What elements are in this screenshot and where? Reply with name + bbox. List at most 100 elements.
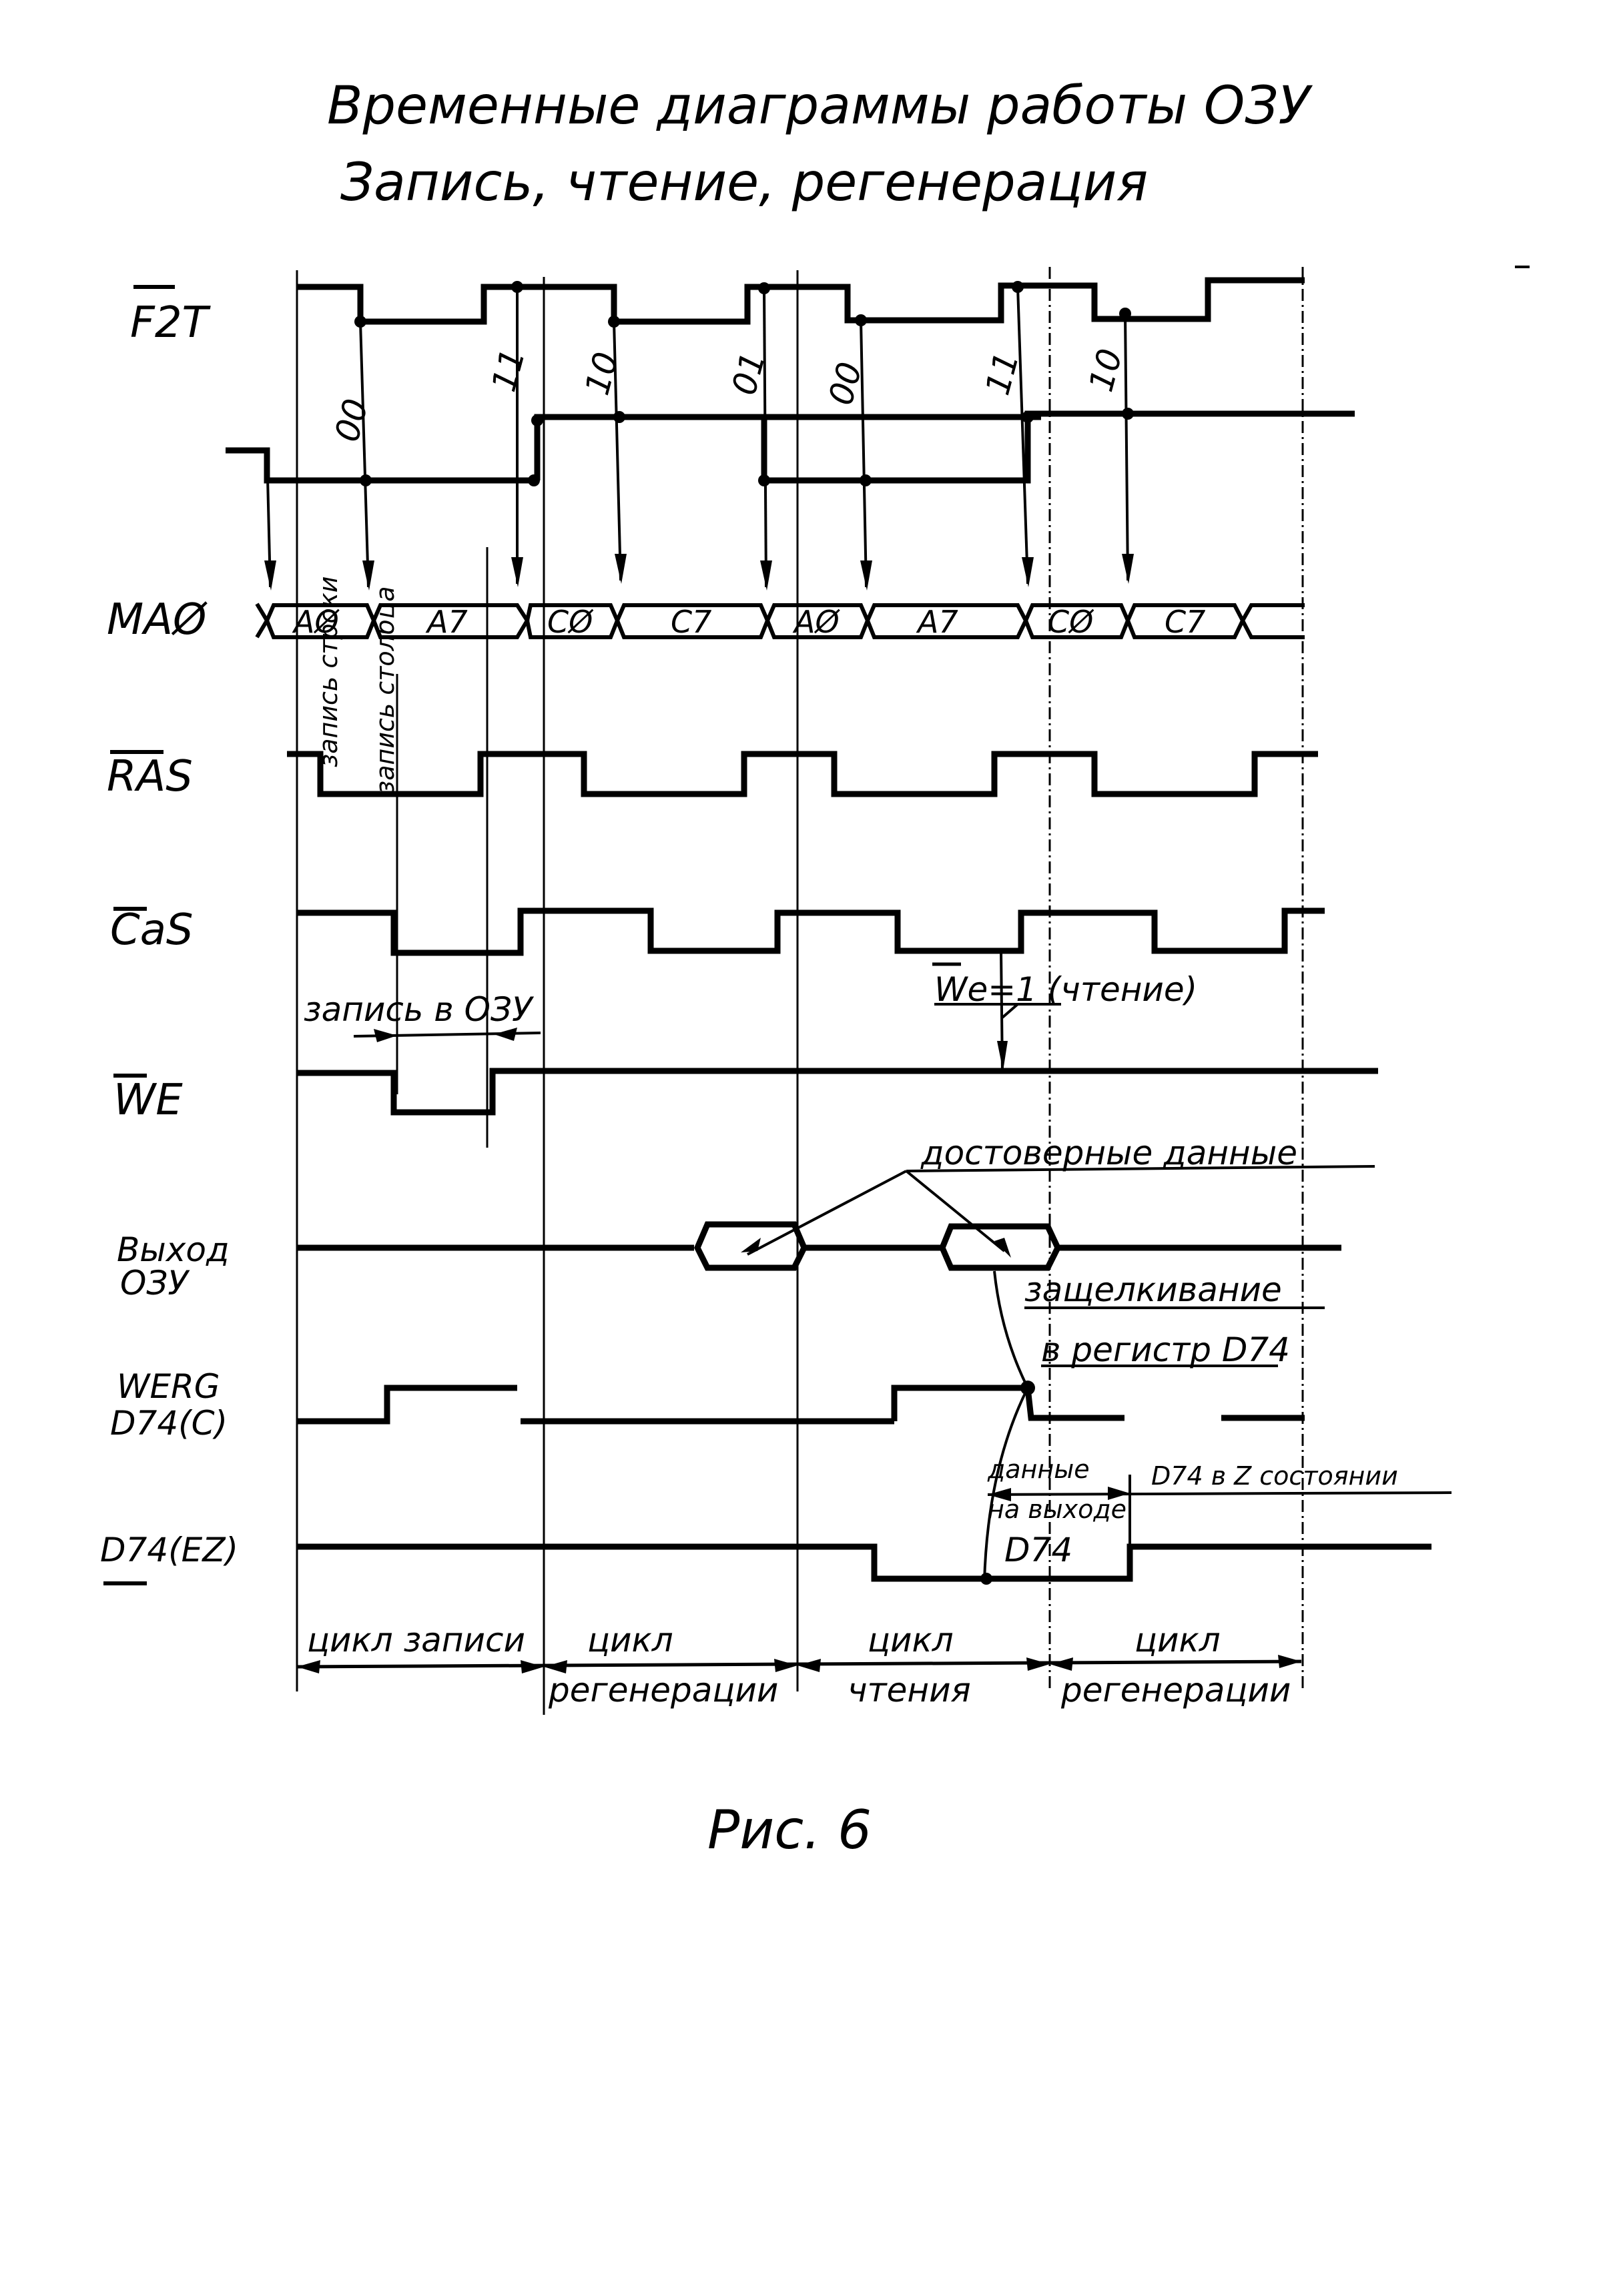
arrowhead-icon <box>1122 554 1134 584</box>
arrowhead-icon <box>994 1238 1011 1258</box>
bus-segment <box>525 603 620 639</box>
arrowhead-icon <box>997 1041 1008 1071</box>
arrowhead-icon <box>362 560 374 591</box>
label-cas: CaS <box>110 905 194 955</box>
arrowhead-icon <box>741 1238 761 1252</box>
arrowhead-icon <box>1108 1487 1130 1500</box>
arrowhead-icon <box>1050 1657 1073 1671</box>
dot <box>1122 408 1134 420</box>
annotation-latch-2: в регистр D74 <box>1041 1330 1290 1369</box>
label-ras: RAS <box>107 752 193 801</box>
title-line-2: Запись, чтение, регенерация <box>340 153 1148 213</box>
arrowhead-icon <box>860 560 872 591</box>
leader-line <box>993 1270 1029 1389</box>
label-werg-2: D74(C) <box>110 1404 228 1443</box>
bus-label: A7 <box>916 604 958 640</box>
bus-label: C7 <box>1165 604 1205 640</box>
annotation-row-write: запись строки <box>314 577 343 767</box>
address-code: 11 <box>485 345 533 396</box>
waveform-address-select-mid <box>534 414 1041 480</box>
annotation-data-out-3: D74 <box>1004 1531 1072 1569</box>
cycle-label: чтения <box>848 1671 971 1709</box>
arrow-line <box>1124 313 1129 581</box>
valid-data-window <box>939 1223 1061 1271</box>
arrow-line <box>359 321 370 588</box>
bus-edge <box>1241 603 1305 622</box>
bus-label: A7 <box>425 604 468 640</box>
arrow-line <box>1016 286 1029 585</box>
cycle-bar: цикл записи цикл регенерации цикл чтения… <box>296 1621 1302 1709</box>
arrowhead-icon <box>511 557 523 587</box>
arrowhead-icon <box>1026 1657 1050 1671</box>
bus-segment <box>371 603 530 639</box>
arrow-line <box>860 320 868 588</box>
waveform-cas <box>297 907 1325 956</box>
bus-segment <box>1125 603 1245 639</box>
annotation-we-read: We=1 (чтение) <box>934 970 1197 1009</box>
arrow-line <box>613 321 622 581</box>
bus-ma0: AØ A7 CØ C7 AØ A7 CØ C7 <box>255 603 1305 640</box>
waveform-d74ez <box>297 1543 1431 1582</box>
dimension-line <box>987 1491 1452 1496</box>
annotation-write-to-ram: запись в ОЗУ <box>304 990 535 1029</box>
timing-arrows <box>264 286 1134 591</box>
waveform-address-select-right <box>761 410 1355 484</box>
dot <box>531 414 543 426</box>
address-code: 00 <box>328 395 376 446</box>
arrowhead-icon <box>988 1488 1011 1501</box>
dot <box>1022 411 1034 423</box>
arrowhead-icon <box>1022 557 1034 587</box>
arrowhead-icon <box>264 560 276 591</box>
label-ma0: MAØ <box>107 595 208 645</box>
cycle-label: регенерации <box>1060 1671 1291 1709</box>
annotation-d74-z: D74 в Z состоянии <box>1151 1461 1398 1491</box>
arrowhead-icon <box>297 1660 320 1673</box>
bus-label: AØ <box>292 604 340 640</box>
bus-segment <box>264 603 376 639</box>
cycle-label: цикл <box>868 1621 954 1659</box>
bus-label: CØ <box>547 604 594 640</box>
address-code: 10 <box>578 348 626 399</box>
label-d74ez: D74(EZ) <box>100 1531 238 1569</box>
label-ram-out-1: Выход <box>117 1230 230 1269</box>
arrowhead-icon <box>1278 1655 1301 1668</box>
label-f2t: F2T <box>130 298 212 348</box>
waveform-f2t <box>297 277 1305 325</box>
bus-segment <box>615 603 770 639</box>
arrowhead-icon <box>494 1028 517 1041</box>
address-code: 10 <box>1082 345 1130 396</box>
wave-segment <box>891 1385 1124 1421</box>
waveform-we <box>297 1068 1378 1116</box>
dot <box>860 474 872 486</box>
arrowhead-icon <box>544 1660 567 1673</box>
bus-segment <box>765 603 870 639</box>
leader-line <box>905 1170 1006 1252</box>
bus-segment <box>865 603 1028 639</box>
arrowhead-icon <box>760 560 772 591</box>
waveform-address-select <box>226 447 537 484</box>
dot <box>980 1573 992 1585</box>
arrowhead-icon <box>615 554 627 584</box>
cycle-label: цикл <box>1135 1621 1221 1659</box>
annotation-valid-data: достоверные данные <box>920 1134 1297 1172</box>
bus-label: AØ <box>792 604 840 640</box>
valid-data-window <box>694 1221 808 1271</box>
label-werg-1: WERG <box>117 1367 220 1406</box>
cycle-label: цикл записи <box>307 1621 525 1659</box>
address-codes: 00 11 10 01 00 11 10 <box>328 345 1130 446</box>
bus-label: C7 <box>671 604 711 640</box>
figure-caption: Рис. 6 <box>707 1799 872 1861</box>
arrowhead-icon <box>521 1660 544 1673</box>
arrowhead-icon <box>774 1659 797 1672</box>
dot <box>528 474 540 486</box>
annotation-latch-1: защелкивание <box>1024 1270 1282 1309</box>
label-ram-out-2: ОЗУ <box>120 1264 190 1302</box>
arrowhead-icon <box>374 1029 397 1042</box>
annotation-col-write: запись столбца <box>370 586 400 794</box>
arrow-line <box>763 288 767 588</box>
waveform-ram-out <box>297 1221 1341 1271</box>
cycle-label: цикл <box>587 1621 673 1659</box>
leader-line <box>747 1170 907 1256</box>
annotation-data-out-1: данные <box>987 1455 1090 1484</box>
waveform-werg <box>297 1385 517 1425</box>
